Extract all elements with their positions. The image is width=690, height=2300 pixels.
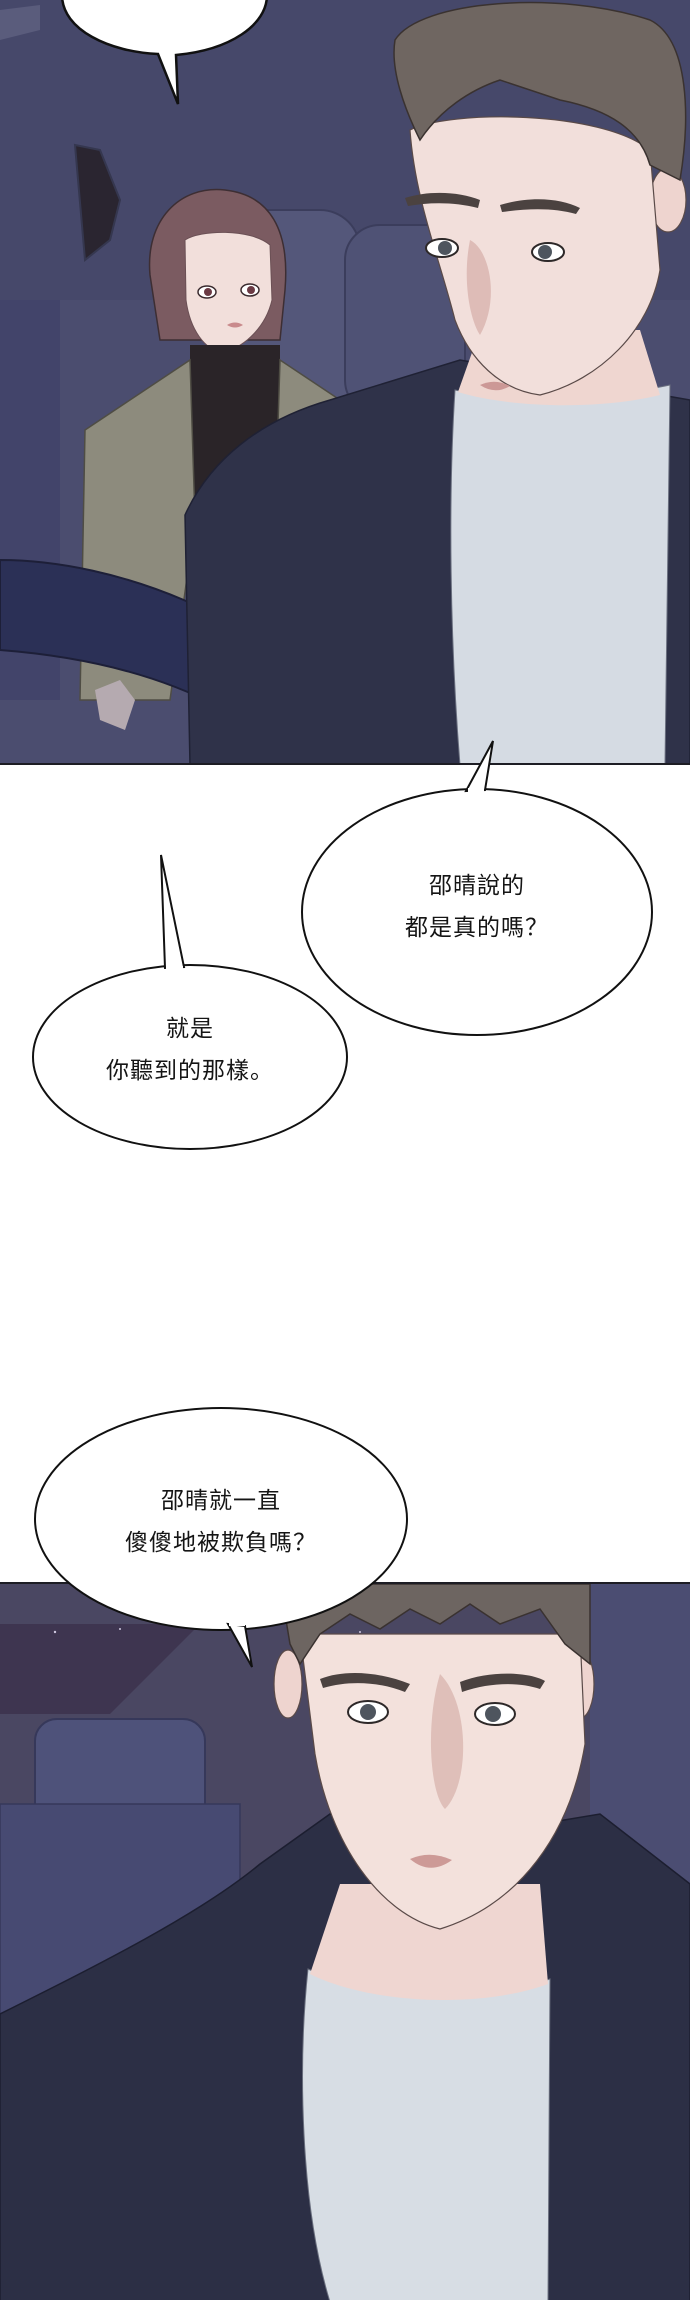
- comic-panel-1: [0, 0, 690, 765]
- bubble-left-text: 就是 你聽到的那樣。: [60, 1008, 320, 1092]
- bubble-bottom-line-1: 邵晴就一直: [161, 1488, 281, 1514]
- bubble-left-line-2: 你聽到的那樣。: [106, 1058, 274, 1084]
- bubble-right-text: 邵晴說的 都是真的嗎？: [352, 865, 602, 949]
- driver-closeup-illustration: [0, 1584, 690, 2300]
- bubble-bottom-line-2: 傻傻地被欺負嗎？: [125, 1530, 317, 1556]
- comic-panel-2: [0, 1582, 690, 2300]
- bubble-left-line-1: 就是: [166, 1016, 214, 1042]
- bubble-right-line-2: 都是真的嗎？: [405, 915, 549, 941]
- speech-bubble-left: [32, 854, 348, 1150]
- bubble-bottom-text: 邵晴就一直 傻傻地被欺負嗎？: [76, 1480, 366, 1564]
- car-interior-scene-illustration: [0, 0, 690, 763]
- bubble-right-line-1: 邵晴說的: [429, 873, 525, 899]
